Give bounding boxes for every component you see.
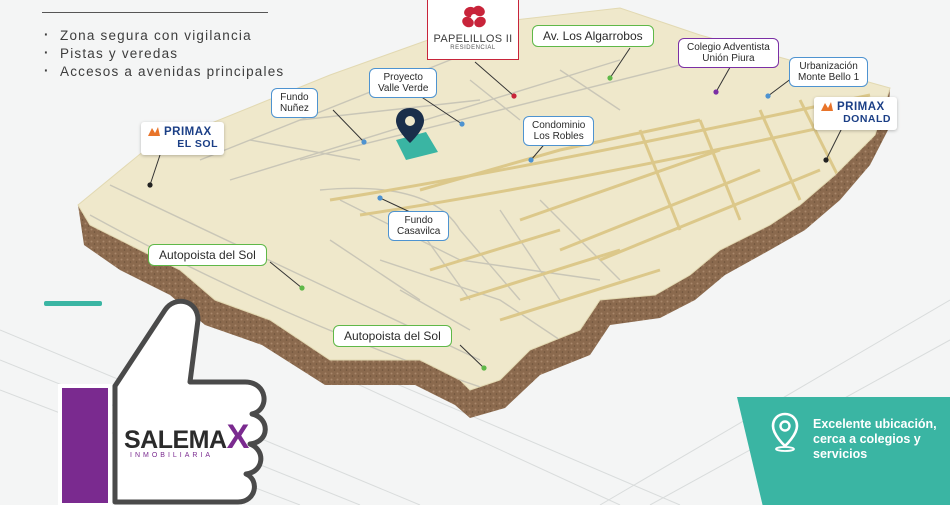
soil-edge (78, 88, 890, 418)
label-proyecto-valle-verde: Proyecto Valle Verde (369, 68, 438, 98)
company-tagline: INMOBILIARIA (130, 452, 214, 459)
project-subtitle: RESIDENCIAL (450, 45, 496, 51)
callout-connectors (149, 47, 843, 369)
top-divider (42, 12, 268, 13)
label-fundo-casavilca: Fundo Casavilca (388, 211, 450, 241)
project-name: PAPELILLOS II (433, 33, 513, 45)
flower-logo-icon (462, 5, 486, 28)
primax-el-sol-logo: PRIMAX EL SOL (141, 122, 224, 155)
features-list: Zona segura con vigilancia Pistas y vere… (44, 26, 300, 81)
label-colegio-adventista: Colegio Adventista Unión Piura (678, 38, 779, 68)
label-autopista-del-sol-2: Autopoista del Sol (333, 325, 452, 347)
road-network (89, 39, 881, 390)
primax-donald-logo: PRIMAX DONALD (814, 97, 897, 130)
feature-item: Accesos a avenidas principales (44, 62, 300, 81)
label-autopista-del-sol-1: Autopoista del Sol (148, 244, 267, 266)
label-urbanizacion-monte-bello: Urbanización Monte Bello 1 (789, 57, 869, 87)
primax-flame-icon (148, 127, 160, 136)
promo-text: Excelente ubicación, cerca a colegios y … (813, 417, 937, 461)
primax-flame-icon (821, 102, 833, 111)
project-location-pin (396, 108, 424, 143)
feature-item: Zona segura con vigilancia (44, 26, 300, 45)
label-condominio-los-robles: Condominio Los Robles (523, 116, 595, 146)
accent-bar (44, 301, 102, 306)
map-pin-icon (771, 412, 799, 452)
label-av-algarrobos: Av. Los Algarrobos (532, 25, 654, 47)
project-logo-box: PAPELILLOS II RESIDENCIAL (427, 0, 519, 60)
label-fundo-nunez: Fundo Nuñez (271, 88, 318, 118)
promo-banner (737, 397, 950, 505)
callout-dots (147, 75, 829, 371)
feature-item: Pistas y veredas (44, 44, 300, 63)
company-name: SALEMAX (124, 418, 249, 456)
thumbs-up-icon (58, 298, 268, 505)
